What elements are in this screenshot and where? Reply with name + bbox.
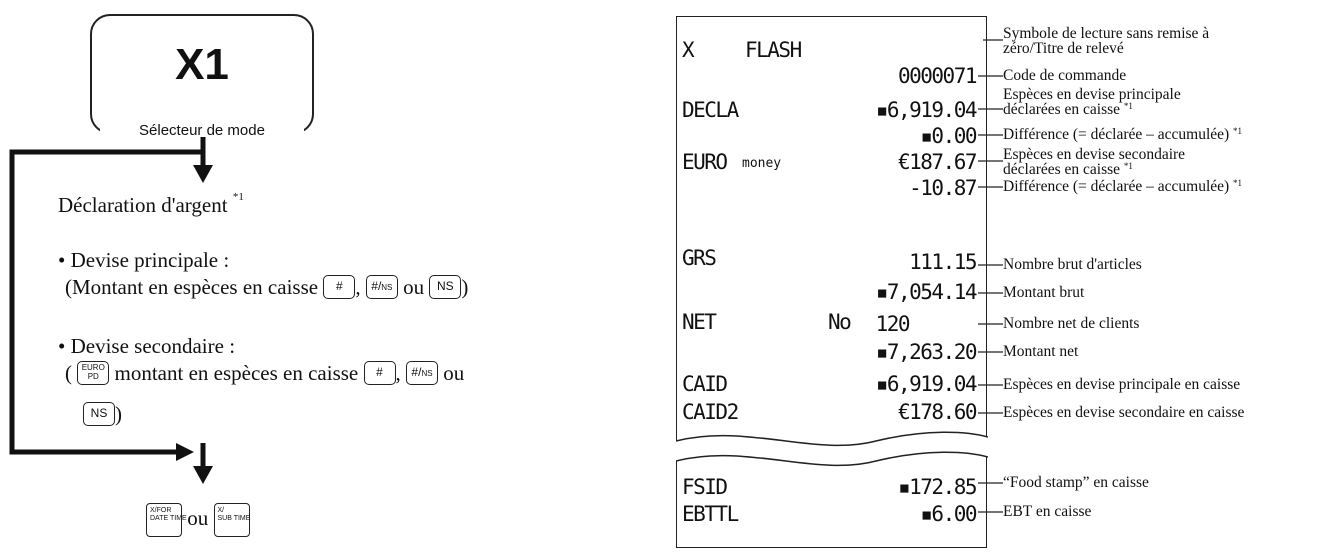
receipt-title: FLASH <box>745 38 802 62</box>
receipt-tear <box>676 431 988 467</box>
annotation-secondary-cash: Espèces en devise secondaire en caisse <box>1003 404 1245 421</box>
receipt-value-net-count: 120 <box>875 312 911 336</box>
annotation-gross-items: Nombre brut d'articles <box>1003 256 1142 273</box>
primary-currency-desc: (Montant en espèces en caisse #, #/NS ou… <box>65 275 469 300</box>
annotation-difference-1: Différence (= déclarée – accumulée) *1 <box>1003 126 1243 143</box>
receipt-code: 0000071 <box>897 64 978 88</box>
annotation-code: Code de commande <box>1003 67 1127 84</box>
receipt-label-grs: GRS <box>682 246 717 270</box>
receipt-label-ebttl: EBTTL <box>682 502 739 526</box>
annotation-primary-cash: Espèces en devise principale en caisse <box>1003 376 1241 393</box>
receipt-label-money: money <box>742 156 782 171</box>
receipt-value-caid2: €178.60 <box>897 400 978 424</box>
annotation-net-amount: Montant net <box>1003 343 1079 360</box>
ns-key: NS <box>429 275 462 300</box>
secondary-currency-desc-cont: NS) <box>83 402 122 428</box>
receipt-label-decla: DECLA <box>682 98 739 122</box>
annotation-difference-2: Différence (= déclarée – accumulée) *1 <box>1003 178 1243 195</box>
mode-selector-label: Sélecteur de mode <box>100 122 304 140</box>
receipt-label-caid2: CAID2 <box>682 400 739 424</box>
receipt-label-euro: EURO <box>682 150 728 174</box>
arrow-head-top <box>193 165 213 183</box>
hash-ns-key: #/NS <box>365 275 398 300</box>
primary-currency-title: • Devise principale : <box>58 248 230 272</box>
receipt-x-symbol: X <box>682 38 695 62</box>
leader-lines <box>978 39 1003 513</box>
declaration-heading: Déclaration d'argent *1 <box>58 191 244 217</box>
receipt-label-fsid: FSID <box>682 475 728 499</box>
receipt-value-decla: ▪6,919.04 <box>875 98 978 122</box>
mode-selector-box <box>90 14 314 134</box>
ns-key-2: NS <box>83 402 115 427</box>
secondary-currency-title: • Devise secondaire : <box>58 334 236 358</box>
receipt-value-net-amount: ▪7,263.20 <box>875 340 978 364</box>
flow-arrows <box>9 137 213 484</box>
loop-arrow-head <box>176 443 194 461</box>
loop-line <box>9 149 203 455</box>
receipt-value-grs-amount: ▪7,054.14 <box>875 280 978 304</box>
hash-key-2: # <box>363 361 396 386</box>
receipt-label-no: No <box>828 310 852 334</box>
hash-ns-key-2: #/NS <box>406 361 438 386</box>
receipt-value-diff1: ▪0.00 <box>920 124 977 148</box>
annotation-gross-amount: Montant brut <box>1003 284 1085 301</box>
annotation-net-customers: Nombre net de clients <box>1003 315 1140 332</box>
receipt-value-grs-count: 111.15 <box>909 250 977 274</box>
receipt-value-ebttl: ▪6.00 <box>920 502 977 526</box>
receipt-label-net: NET <box>682 310 717 334</box>
receipt-value-diff2: -10.87 <box>909 176 977 200</box>
receipt-value-euro: €187.67 <box>897 150 978 174</box>
receipt <box>676 16 987 548</box>
receipt-value-caid: ▪6,919.04 <box>875 372 978 396</box>
hash-key: # <box>323 275 356 300</box>
arrow-head-bottom <box>193 466 213 484</box>
mode-title: X1 <box>175 40 229 89</box>
annotation-ebt: EBT en caisse <box>1003 503 1092 520</box>
receipt-label-caid: CAID <box>682 372 728 396</box>
receipt-value-fsid: ▪172.85 <box>897 475 978 499</box>
annotation-food-stamp: “Food stamp” en caisse <box>1003 474 1149 491</box>
x-sub-time-key: X/SUB TIME <box>213 503 250 537</box>
